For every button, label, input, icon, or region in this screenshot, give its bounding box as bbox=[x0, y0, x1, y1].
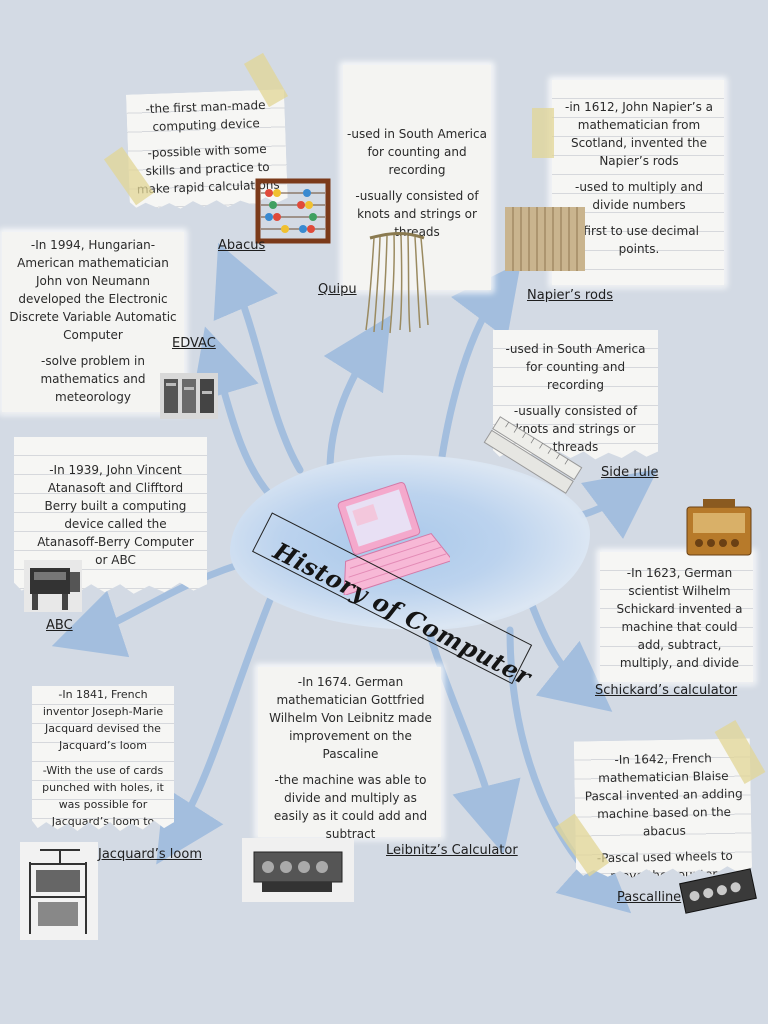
quipu-icon bbox=[365, 232, 429, 334]
pascalline-image bbox=[679, 868, 757, 914]
abacus-label: Abacus bbox=[218, 238, 266, 253]
edvac-line-1: -In 1994, Hungarian-American mathematici… bbox=[9, 238, 177, 342]
arrow-quipu bbox=[323, 315, 391, 474]
schickard-calculator-icon bbox=[686, 499, 752, 556]
laptop-icon bbox=[337, 482, 450, 595]
quipu-card: -used in South America for counting and … bbox=[343, 65, 491, 290]
napier-line-3: -first to use decimal points. bbox=[579, 224, 699, 256]
edvac-label: EDVAC bbox=[172, 336, 216, 351]
jacquard-loom-image bbox=[20, 842, 98, 940]
napier-card: -in 1612, John Napier’s a mathematician … bbox=[552, 80, 724, 285]
abc-line-1: -In 1939, John Vincent Atanasoft and Cli… bbox=[37, 463, 194, 567]
arrow-edvac bbox=[191, 326, 274, 499]
schickard-label: Schickard’s calculator bbox=[595, 683, 738, 698]
jacquard-line-1: -In 1841, French inventor Joseph-Marie J… bbox=[42, 688, 164, 752]
pascal-line-1: -In 1642, French mathematician Blaise Pa… bbox=[584, 751, 743, 839]
arrow-napier bbox=[436, 261, 521, 474]
arrow-abacus bbox=[213, 242, 304, 474]
abacus-line-1: -the first man-made computing device bbox=[145, 97, 266, 134]
edvac-card: -In 1994, Hungarian-American mathematici… bbox=[2, 232, 184, 412]
abc-label: ABC bbox=[46, 618, 73, 633]
leibnitz-line-1: -In 1674. German mathematician Gottfried… bbox=[269, 675, 432, 761]
schickard-card: -In 1623, German scientist Wilhelm Schic… bbox=[600, 552, 753, 682]
napier-label: Napier’s rods bbox=[527, 288, 613, 303]
arrow-schickard bbox=[526, 596, 613, 712]
quipu-label: Quipu bbox=[318, 282, 357, 297]
slide-label: Side rule bbox=[601, 465, 659, 480]
napier-rods-icon bbox=[505, 207, 585, 271]
tape bbox=[532, 108, 554, 158]
jacquard-line-2: -With the use of cards punched with hole… bbox=[42, 764, 164, 862]
arrow-abc bbox=[51, 556, 259, 658]
leibnitz-line-2: -the machine was able to divide and mult… bbox=[273, 773, 428, 841]
leibnitz-card: -In 1674. German mathematician Gottfried… bbox=[258, 667, 441, 841]
jacquard-label: Jacquard’s loom bbox=[98, 847, 202, 862]
edvac-line-2: -solve problem in mathematics and meteor… bbox=[40, 354, 146, 404]
quipu-line-2: -usually consisted of knots and strings … bbox=[355, 189, 479, 239]
slide-rule-icon bbox=[483, 416, 583, 494]
jacquard-card: -In 1841, French inventor Joseph-Marie J… bbox=[32, 686, 174, 832]
arrow-jacquard bbox=[156, 596, 274, 865]
pascal-label: Pascalline bbox=[617, 890, 682, 905]
arrow-leibnitz bbox=[426, 631, 521, 854]
quipu-line-1: -used in South America for counting and … bbox=[347, 127, 487, 177]
leibnitz-label: Leibnitz’s Calculator bbox=[386, 843, 518, 858]
edvac-image bbox=[160, 373, 218, 419]
slide-line-1: -used in South America for counting and … bbox=[505, 342, 646, 392]
napier-line-2: -used to multiply and divide numbers bbox=[575, 180, 703, 212]
leibnitz-calculator-image bbox=[242, 838, 354, 902]
abc-image bbox=[24, 560, 82, 612]
slide-line-2: -usually consisted of knots and strings … bbox=[513, 404, 638, 454]
abacus-icon bbox=[255, 178, 331, 244]
napier-line-1: -in 1612, John Napier’s a mathematician … bbox=[565, 100, 713, 168]
schickard-line-1: -In 1623, German scientist Wilhelm Schic… bbox=[616, 566, 743, 670]
